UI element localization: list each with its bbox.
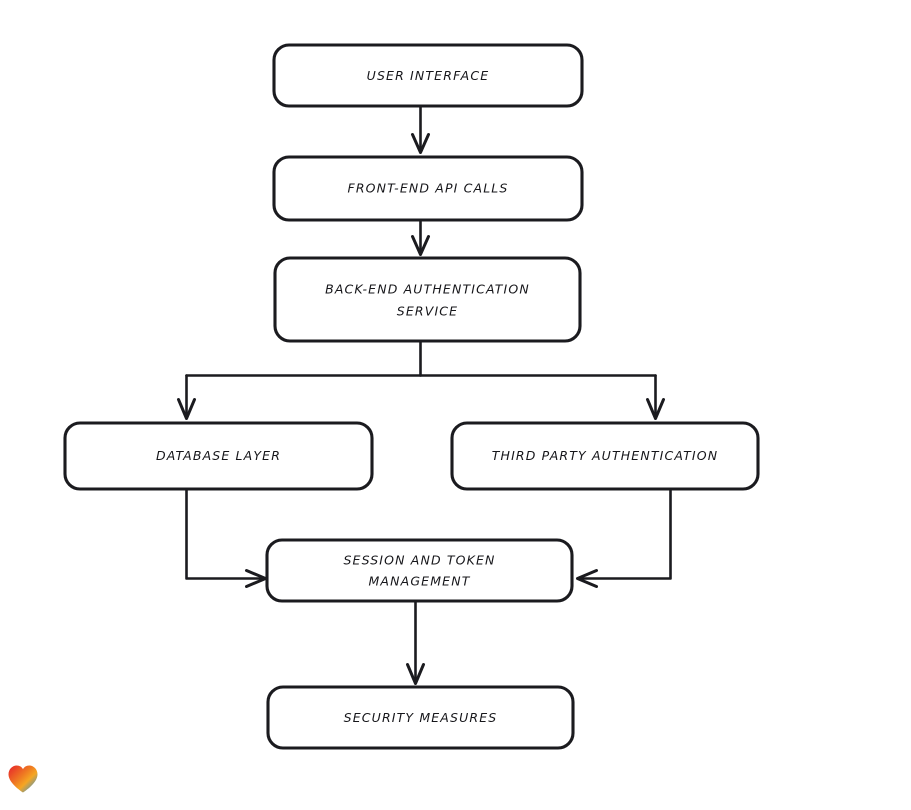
heart-icon-wrapper (7, 764, 43, 798)
node-third-party-auth[interactable]: THIRD PARTY AUTHENTICATION (450, 421, 760, 491)
node-user-interface-box (272, 43, 584, 108)
node-backend-auth-service-box (273, 256, 582, 343)
node-security-measures-label: SECURITY MEASURES (344, 710, 498, 725)
node-backend-auth-service-label-line2: SERVICE (397, 304, 458, 319)
node-frontend-api-calls-box (272, 155, 584, 222)
edge-api-to-backend (411, 219, 430, 256)
node-session-token-mgmt-label-line2: MANAGEMENT (369, 574, 471, 589)
heart-icon-shape (8, 765, 38, 793)
node-security-measures-box (266, 685, 575, 750)
node-frontend-api-calls-label: FRONT-END API CALLS (347, 181, 508, 196)
node-session-token-mgmt-label-line1: SESSION AND TOKEN (343, 553, 495, 568)
heart-icon (8, 765, 38, 793)
node-database-layer-box (63, 421, 374, 491)
edge-backend-split (185, 340, 657, 377)
node-user-interface[interactable]: USER INTERFACE (272, 43, 584, 108)
node-security-measures[interactable]: SECURITY MEASURES (266, 685, 575, 750)
edge-ui-to-api (411, 105, 430, 154)
edge-backend-to-database (177, 374, 196, 420)
node-database-layer[interactable]: DATABASE LAYER (63, 421, 374, 491)
edge-third-party-to-session (576, 488, 672, 588)
edge-backend-to-third-party (646, 374, 665, 420)
node-user-interface-label: USER INTERFACE (367, 68, 490, 83)
node-backend-auth-service[interactable]: BACK-END AUTHENTICATION SERVICE (273, 256, 582, 343)
node-frontend-api-calls[interactable]: FRONT-END API CALLS (272, 155, 584, 222)
node-database-layer-label: DATABASE LAYER (156, 448, 281, 463)
node-backend-auth-service-label-line1: BACK-END AUTHENTICATION (325, 282, 530, 297)
edge-database-to-session (185, 488, 267, 588)
node-session-token-mgmt-box (265, 538, 574, 603)
node-session-token-mgmt[interactable]: SESSION AND TOKEN MANAGEMENT (265, 538, 574, 603)
edge-session-to-security (406, 600, 425, 685)
node-third-party-auth-label: THIRD PARTY AUTHENTICATION (492, 448, 719, 463)
node-third-party-auth-box (450, 421, 760, 491)
